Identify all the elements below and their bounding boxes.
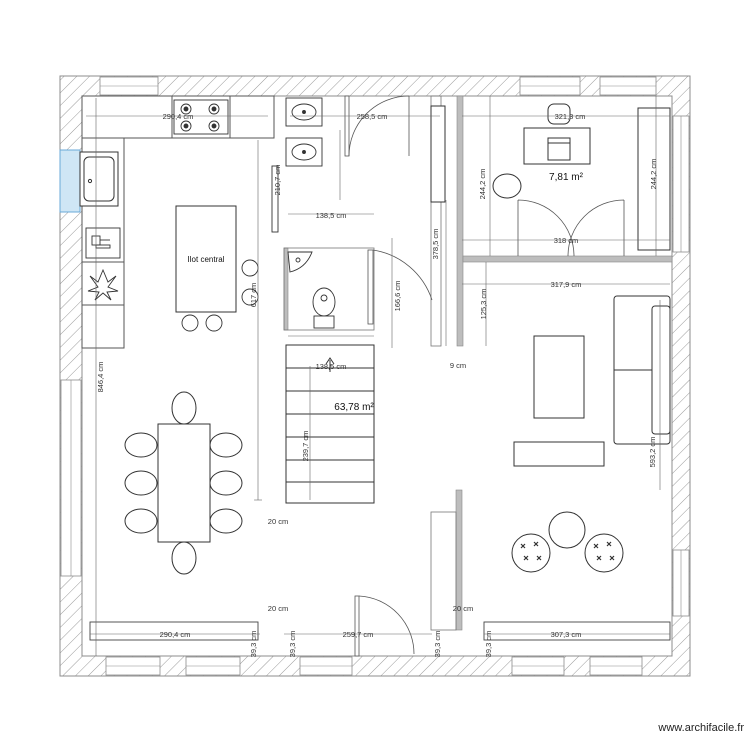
dimension-lines	[86, 96, 670, 656]
watermark: www.archifacile.fr	[658, 722, 744, 734]
dim-stair-height: 239,7 cm	[301, 431, 310, 462]
dim-living-height: 593,2 cm	[648, 437, 657, 468]
shower-corner-icon	[287, 251, 313, 273]
bottom-counters	[89, 621, 671, 641]
dim-gap-b: 20 cm	[268, 604, 288, 613]
dim-office-h-left: 244,2 cm	[478, 169, 487, 200]
coffee-table	[533, 335, 585, 419]
wc-room	[283, 247, 375, 331]
island-label: Ilot central	[188, 255, 225, 264]
dim-top-center: 258,5 cm	[357, 112, 388, 121]
staircase	[285, 344, 375, 504]
dim-bottom-right: 307,3 cm	[551, 630, 582, 639]
dim-gap-c: 20 cm	[453, 604, 473, 613]
kitchen-island: Ilot central	[175, 205, 259, 332]
dim-bottom-h4: 39,3 cm	[484, 631, 493, 658]
cooktop-icon	[173, 99, 229, 135]
dim-partition-height: 125,3 cm	[479, 289, 488, 320]
dim-top-left: 290,4 cm	[163, 112, 194, 121]
fan-icon	[87, 268, 119, 301]
armchairs	[511, 511, 624, 573]
kitchen-sink-icon	[59, 149, 119, 213]
dim-kitchen-height: 617 cm	[249, 283, 258, 308]
main-area-label: 63,78 m²	[334, 402, 374, 413]
dim-bottom-h2: 39,3 cm	[288, 631, 297, 658]
entrance-partition	[430, 511, 457, 631]
doors	[344, 95, 625, 657]
dim-wc-width-top: 138,5 cm	[316, 211, 347, 220]
dim-bottom-h1: 39,3 cm	[249, 631, 258, 658]
dim-office-h-right: 244,2 cm	[649, 159, 658, 190]
tv-unit	[513, 441, 605, 467]
dim-wall-thick: 9 cm	[450, 361, 466, 370]
toilet-icon	[312, 287, 336, 329]
hall-partition	[430, 95, 442, 347]
sofa	[613, 295, 671, 445]
dim-bottom-h3: 39,3 cm	[433, 631, 442, 658]
dim-hall-height: 378,5 cm	[431, 229, 440, 260]
dim-office-bottom: 318 cm	[554, 236, 579, 245]
office-desk	[430, 103, 671, 251]
office-area-label: 7,81 m²	[549, 172, 584, 183]
dim-gap-a: 20 cm	[268, 517, 288, 526]
dining-table	[124, 391, 243, 575]
exterior-walls	[59, 75, 691, 677]
dim-wc-width-bottom: 138,5 cm	[316, 362, 347, 371]
dim-living-top: 317,9 cm	[551, 280, 582, 289]
dim-wc-height: 166,6 cm	[393, 281, 402, 312]
dim-sink-height: 210,7 cm	[273, 165, 282, 196]
dim-top-right: 321,3 cm	[555, 112, 586, 121]
dim-bottom-center: 259,7 cm	[343, 630, 374, 639]
dim-bottom-left: 290,4 cm	[160, 630, 191, 639]
dim-overall-height: 846,4 cm	[96, 362, 105, 393]
dimension-texts: 290,4 cm 258,5 cm 321,3 cm 318 cm 317,9 …	[96, 112, 658, 657]
